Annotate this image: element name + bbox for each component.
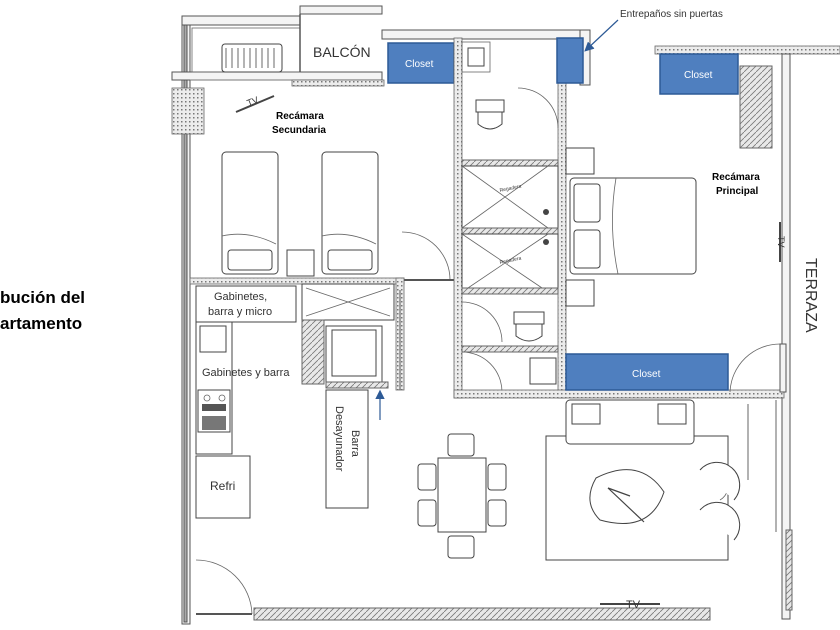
closet-principal-bottom	[565, 353, 729, 391]
bathroom-block: Regadera Regadera	[453, 37, 785, 399]
closet-principal-top	[659, 53, 739, 95]
barra-label: Barra	[349, 430, 361, 458]
nightstand-principal-top	[565, 147, 595, 175]
plan-title-line1: bución del	[0, 288, 85, 307]
outer-walls	[171, 5, 840, 625]
balcon-label: BALCÓN	[313, 44, 371, 60]
closet-principal-top-label: Closet	[684, 70, 713, 81]
svg-text:Principal: Principal	[716, 186, 758, 197]
terraza-label: TERRAZA	[802, 258, 819, 333]
living-area: TV	[545, 399, 741, 611]
recamara-secundaria-label: Recámara	[276, 111, 324, 122]
bed-right	[321, 151, 379, 275]
gabinetes-label: Gabinetes,	[214, 291, 267, 303]
balcony: BALCÓN	[190, 14, 385, 87]
plan-title-line2: artamento	[0, 314, 83, 333]
breakfast-bar	[325, 389, 369, 509]
coffee-table	[589, 469, 665, 524]
main-bedroom: Recámara Principal TV	[569, 172, 787, 393]
refri-label: Refri	[210, 479, 235, 493]
cabinets-top	[195, 285, 297, 323]
bed-left	[221, 151, 279, 275]
nightstand-principal-bottom	[565, 279, 595, 307]
fridge	[195, 455, 251, 519]
svg-text:Desayunador: Desayunador	[333, 406, 345, 472]
tv-living: TV	[600, 599, 660, 611]
closet-secondary-label: Closet	[405, 59, 434, 70]
svg-text:TV: TV	[245, 95, 259, 109]
closet-shelves	[556, 37, 584, 84]
closet-principal-bottom-label: Closet	[632, 369, 661, 380]
recamara-principal-label: Recámara	[712, 172, 760, 183]
tv-secondary: TV	[235, 95, 275, 113]
kitchen: Gabinetes, barra y micro Gabinetes y bar…	[189, 277, 405, 519]
tv-principal: TV	[776, 222, 786, 262]
svg-text:Secundaria: Secundaria	[272, 125, 326, 136]
bed-main	[569, 177, 697, 275]
nightstand	[286, 249, 315, 277]
svg-text:Regadera: Regadera	[499, 183, 522, 193]
entrepanos-annotation: Entrepaños sin puertas	[620, 9, 723, 20]
svg-text:TV: TV	[626, 599, 641, 611]
secondary-bedroom: TV Recámara Secundaria	[221, 95, 454, 281]
svg-text:Regadera: Regadera	[499, 255, 522, 265]
closet-secondary	[387, 42, 455, 84]
dining-table	[417, 433, 507, 559]
svg-text:barra y micro: barra y micro	[208, 306, 272, 318]
gabinetes-barra-label: Gabinetes y barra	[202, 367, 290, 379]
svg-text:TV: TV	[776, 236, 786, 248]
